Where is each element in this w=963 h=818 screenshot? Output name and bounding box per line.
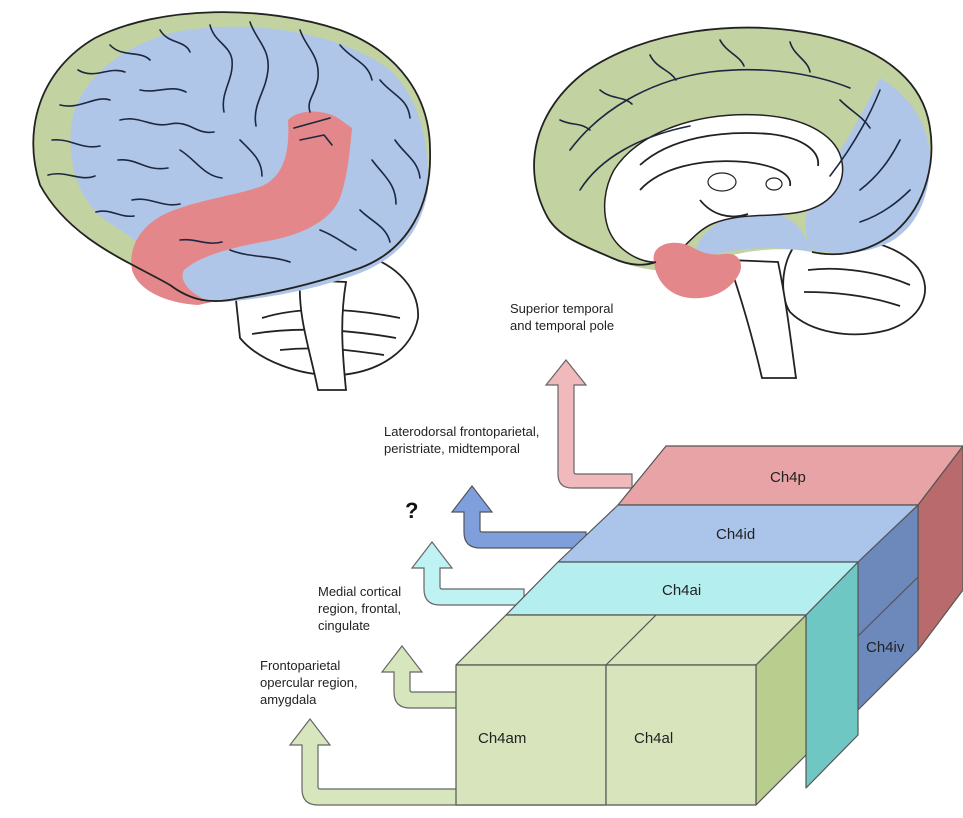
box-label-ch4am: Ch4am [478, 730, 526, 747]
label-superior-temporal-1: Superior temporal [510, 301, 613, 316]
box-label-ch4p: Ch4p [770, 469, 806, 486]
label-frontoparietal-2: opercular region, [260, 675, 358, 690]
box-ch4am-ch4al [456, 615, 806, 805]
box-label-ch4id: Ch4id [716, 526, 755, 543]
label-superior-temporal-2: and temporal pole [510, 318, 614, 333]
label-laterodorsal-2: peristriate, midtemporal [384, 441, 520, 456]
arrow-ch4am-upper [382, 646, 458, 708]
label-laterodorsal-1: Laterodorsal frontoparietal, [384, 424, 539, 439]
label-medial-1: Medial cortical [318, 584, 401, 599]
arrow-ch4p [546, 360, 632, 488]
box-label-ch4ai: Ch4ai [662, 582, 701, 599]
arrow-ch4ai [412, 542, 524, 605]
label-frontoparietal-3: amygdala [260, 692, 317, 707]
label-medial-3: cingulate [318, 618, 370, 633]
label-question: ? [405, 498, 418, 523]
box-label-ch4al: Ch4al [634, 730, 673, 747]
arrow-ch4id [452, 486, 586, 548]
box-label-ch4iv: Ch4iv [866, 639, 905, 656]
label-medial-2: region, frontal, [318, 601, 401, 616]
label-frontoparietal-1: Frontoparietal [260, 658, 340, 673]
lateral-brain-icon [33, 12, 430, 390]
